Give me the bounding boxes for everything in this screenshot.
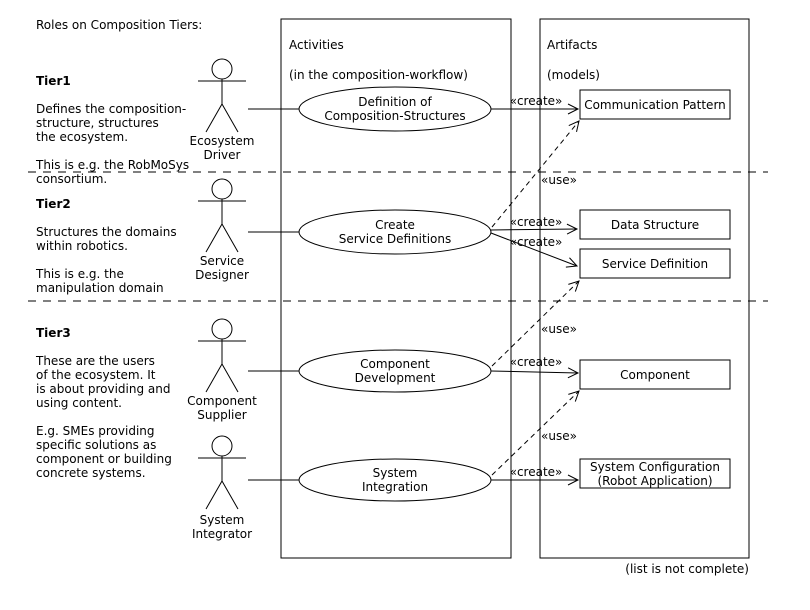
tier3-body: These are the users of the ecosystem. It… bbox=[36, 354, 172, 480]
tier2-description: Tier2 Structures the domains within robo… bbox=[36, 183, 216, 309]
tier1-heading: Tier1 bbox=[36, 74, 71, 88]
use-edge-label-3: «use» bbox=[541, 429, 577, 443]
activities-panel-subtitle: (in the composition-workflow) bbox=[289, 68, 468, 82]
activity-component-development: Component Development bbox=[354, 357, 436, 385]
actor-activity-connectors bbox=[248, 108, 300, 481]
actor-component-supplier-label: Component Supplier bbox=[187, 394, 257, 422]
activities-panel-header: Activities (in the composition-workflow) bbox=[289, 23, 468, 98]
actor-system-integrator-label: System Integrator bbox=[191, 513, 253, 541]
tier2-body: Structures the domains within robotics. … bbox=[36, 225, 177, 295]
artifact-system-configuration: System Configuration (Robot Application) bbox=[590, 459, 720, 488]
create-edge-label-3: «create» bbox=[509, 235, 563, 249]
activity-create-service-definitions: Create Service Definitions bbox=[338, 218, 452, 246]
use-dependency-arrows bbox=[491, 120, 580, 476]
create-edge-label-4: «create» bbox=[509, 355, 563, 369]
use-edge-label-2: «use» bbox=[541, 322, 577, 336]
tier1-body: Defines the composition- structure, stru… bbox=[36, 102, 190, 186]
tier1-description: Tier1 Defines the composition- structure… bbox=[36, 60, 216, 200]
actor-system-integrator-figure bbox=[198, 435, 246, 510]
tier2-heading: Tier2 bbox=[36, 197, 71, 211]
tier3-description: Tier3 These are the users of the ecosyst… bbox=[36, 312, 216, 494]
artifacts-panel-title: Artifacts bbox=[547, 38, 598, 52]
artifact-communication-pattern: Communication Pattern bbox=[584, 97, 726, 112]
artifacts-panel-subtitle: (models) bbox=[547, 68, 600, 82]
create-edge-label-2: «create» bbox=[509, 215, 563, 229]
artifact-data-structure: Data Structure bbox=[610, 217, 700, 232]
actor-ecosystem-driver-figure bbox=[198, 58, 246, 133]
use-edge-label-1: «use» bbox=[541, 173, 577, 187]
artifact-component: Component bbox=[620, 367, 690, 382]
activities-panel-title: Activities bbox=[289, 38, 344, 52]
activity-definition-of-composition-structures: Definition of Composition-Structures bbox=[324, 95, 466, 123]
artifacts-panel-frame bbox=[539, 18, 750, 559]
create-edge-label-1: «create» bbox=[509, 94, 563, 108]
actor-service-designer-label: Service Designer bbox=[195, 254, 249, 282]
artifact-boxes bbox=[579, 89, 731, 489]
artifacts-panel-header: Artifacts (models) bbox=[547, 23, 600, 98]
create-edge-label-5: «create» bbox=[509, 465, 563, 479]
create-arrows bbox=[490, 103, 580, 486]
artifact-service-definition: Service Definition bbox=[601, 256, 709, 271]
tier3-heading: Tier3 bbox=[36, 326, 71, 340]
actor-ecosystem-driver-label: Ecosystem Driver bbox=[189, 134, 255, 162]
activities-panel-frame bbox=[280, 18, 512, 559]
activity-ellipses bbox=[298, 86, 492, 502]
activity-system-integration: System Integration bbox=[361, 466, 429, 494]
footer-note: (list is not complete) bbox=[625, 562, 749, 576]
actor-component-supplier-figure bbox=[198, 318, 246, 393]
actor-service-designer-figure bbox=[198, 178, 246, 253]
page-title: Roles on Composition Tiers: bbox=[36, 18, 203, 32]
